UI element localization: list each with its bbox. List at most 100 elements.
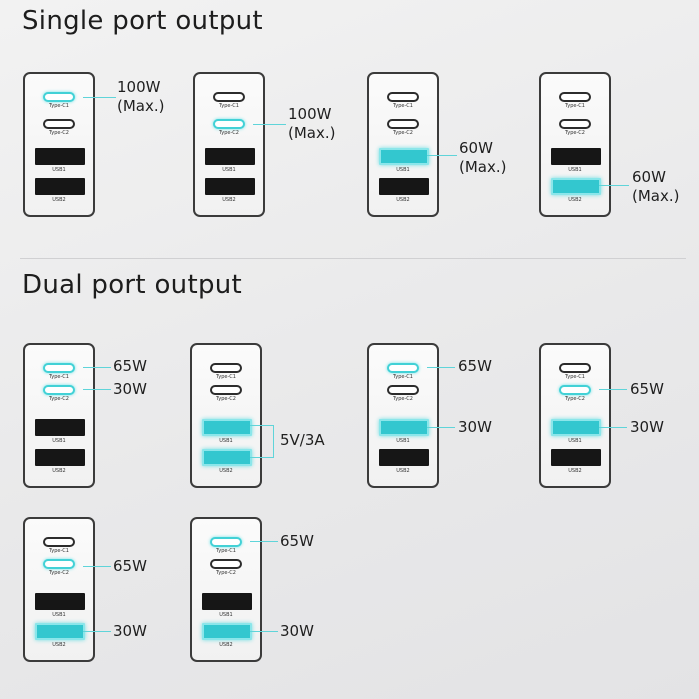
usb-c-port-icon bbox=[210, 537, 242, 547]
callout-dual-6-c1: 65W bbox=[280, 532, 314, 550]
usb-c-port-icon bbox=[387, 92, 419, 102]
max-label: (Max.) bbox=[632, 187, 680, 205]
charger-panel-single-4: Type-C1 Type-C2 USB1 USB2 bbox=[539, 72, 611, 217]
callout-leader-line bbox=[599, 185, 629, 186]
callout-single-3: 60W(Max.) bbox=[459, 139, 506, 177]
port-label: Type-C2 bbox=[216, 396, 236, 402]
port-label: USB1 bbox=[219, 438, 233, 444]
port-label: Type-C2 bbox=[49, 130, 69, 136]
port-label: Type-C1 bbox=[565, 103, 585, 109]
usb-a-port-icon bbox=[35, 178, 85, 195]
port-label: Type-C1 bbox=[219, 103, 239, 109]
usb-c-port-icon bbox=[43, 363, 75, 373]
usb-c-port-icon bbox=[210, 559, 242, 569]
port-label: Type-C2 bbox=[216, 570, 236, 576]
usb-a-port-icon bbox=[202, 623, 252, 640]
callout-leader-line bbox=[427, 367, 455, 368]
usb-a-port-icon bbox=[551, 449, 601, 466]
usb-a-port-icon bbox=[551, 419, 601, 436]
callout-leader-line bbox=[427, 427, 455, 428]
usb-c-port-icon bbox=[559, 363, 591, 373]
callout-leader-line bbox=[83, 389, 111, 390]
usb-c-port-icon bbox=[210, 363, 242, 373]
charger-panel-dual-3: Type-C1 Type-C2 USB1 USB2 bbox=[367, 343, 439, 488]
wattage-label: 100W bbox=[117, 78, 161, 96]
callout-dual-3-u1: 30W bbox=[458, 418, 492, 436]
max-label: (Max.) bbox=[459, 158, 507, 176]
port-label: USB1 bbox=[568, 167, 582, 173]
usb-c-port-icon bbox=[387, 363, 419, 373]
port-label: USB1 bbox=[52, 438, 66, 444]
section-divider bbox=[20, 258, 686, 259]
port-label: Type-C2 bbox=[393, 130, 413, 136]
callout-dual-5-c2: 65W bbox=[113, 557, 147, 575]
port-label: USB2 bbox=[396, 468, 410, 474]
usb-c-port-icon bbox=[559, 119, 591, 129]
usb-c-port-icon bbox=[43, 537, 75, 547]
port-label: USB2 bbox=[52, 642, 66, 648]
callout-single-1: 100W(Max.) bbox=[117, 78, 164, 116]
usb-c-port-icon bbox=[559, 385, 591, 395]
shared-output-bracket bbox=[250, 425, 274, 458]
port-label: Type-C1 bbox=[216, 548, 236, 554]
usb-a-port-icon bbox=[379, 419, 429, 436]
callout-leader-line bbox=[253, 124, 286, 125]
usb-a-port-icon bbox=[379, 178, 429, 195]
port-label: USB2 bbox=[52, 197, 66, 203]
callout-dual-6-u2: 30W bbox=[280, 622, 314, 640]
callout-leader-line bbox=[599, 427, 627, 428]
port-label: USB1 bbox=[396, 167, 410, 173]
charger-panel-dual-1: Type-C1 Type-C2 USB1 USB2 bbox=[23, 343, 95, 488]
usb-a-port-icon bbox=[202, 419, 252, 436]
charger-panel-single-3: Type-C1 Type-C2 USB1 USB2 bbox=[367, 72, 439, 217]
usb-c-port-icon bbox=[43, 119, 75, 129]
usb-c-port-icon bbox=[559, 92, 591, 102]
port-label: USB1 bbox=[52, 167, 66, 173]
charger-panel-single-1: Type-C1 Type-C2 USB1 USB2 bbox=[23, 72, 95, 217]
usb-a-port-icon bbox=[379, 148, 429, 165]
usb-c-port-icon bbox=[213, 119, 245, 129]
port-label: USB2 bbox=[219, 642, 233, 648]
usb-a-port-icon bbox=[205, 178, 255, 195]
charger-panel-single-2: Type-C1 Type-C2 USB1 USB2 bbox=[193, 72, 265, 217]
usb-c-port-icon bbox=[387, 385, 419, 395]
port-label: USB2 bbox=[396, 197, 410, 203]
callout-leader-line bbox=[83, 97, 116, 98]
port-label: Type-C1 bbox=[49, 374, 69, 380]
usb-a-port-icon bbox=[205, 148, 255, 165]
port-label: USB2 bbox=[568, 197, 582, 203]
callout-single-4: 60W(Max.) bbox=[632, 168, 679, 206]
callout-leader-line bbox=[250, 631, 278, 632]
charger-panel-dual-4: Type-C1 Type-C2 USB1 USB2 bbox=[539, 343, 611, 488]
port-label: Type-C2 bbox=[49, 396, 69, 402]
port-label: Type-C2 bbox=[565, 130, 585, 136]
usb-a-port-icon bbox=[35, 449, 85, 466]
usb-a-port-icon bbox=[202, 449, 252, 466]
charger-panel-dual-2: Type-C1 Type-C2 USB1 USB2 bbox=[190, 343, 262, 488]
callout-leader-line bbox=[599, 389, 627, 390]
callout-leader-line bbox=[83, 367, 111, 368]
port-label: USB2 bbox=[568, 468, 582, 474]
callout-single-2: 100W(Max.) bbox=[288, 105, 335, 143]
port-label: USB1 bbox=[52, 612, 66, 618]
callout-dual-2-shared: 5V/3A bbox=[280, 431, 325, 449]
wattage-label: 60W bbox=[632, 168, 666, 186]
port-label: Type-C2 bbox=[49, 570, 69, 576]
port-label: Type-C1 bbox=[393, 103, 413, 109]
charger-panel-dual-6: Type-C1 Type-C2 USB1 USB2 bbox=[190, 517, 262, 662]
callout-leader-line bbox=[250, 541, 278, 542]
usb-c-port-icon bbox=[210, 385, 242, 395]
port-label: Type-C2 bbox=[393, 396, 413, 402]
port-label: USB2 bbox=[222, 197, 236, 203]
usb-c-port-icon bbox=[387, 119, 419, 129]
dual-port-title: Dual port output bbox=[22, 270, 243, 300]
port-label: Type-C1 bbox=[565, 374, 585, 380]
port-label: Type-C1 bbox=[216, 374, 236, 380]
callout-leader-line bbox=[83, 631, 111, 632]
usb-a-port-icon bbox=[35, 148, 85, 165]
usb-c-port-icon bbox=[43, 92, 75, 102]
callout-leader-line bbox=[83, 566, 111, 567]
port-label: USB1 bbox=[222, 167, 236, 173]
usb-c-port-icon bbox=[43, 559, 75, 569]
port-label: USB1 bbox=[396, 438, 410, 444]
